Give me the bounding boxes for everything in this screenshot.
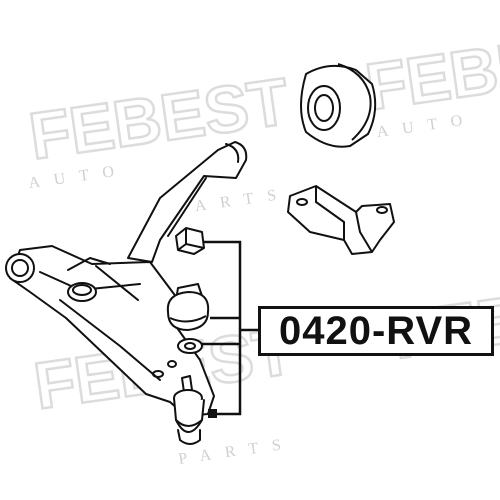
watermark-brand-1: FEBEST — [25, 64, 293, 174]
bushing-drawing — [300, 63, 377, 148]
bracket-drawing — [287, 185, 395, 255]
part-number-label: 0420-RVR — [278, 309, 474, 353]
watermark-brand-2: FEBEST — [361, 14, 500, 124]
leader-lines — [202, 240, 260, 416]
leader-end-marker — [208, 409, 217, 418]
ball-joint-parts — [166, 227, 210, 354]
part-number-box: 0420-RVR — [258, 306, 494, 356]
watermark-group: FEBEST AUTO PARTS FEBEST AUTO FEBEST PAR… — [24, 13, 500, 468]
control-arm-drawing — [5, 141, 248, 445]
watermark-tagline-4: PARTS — [177, 435, 296, 468]
